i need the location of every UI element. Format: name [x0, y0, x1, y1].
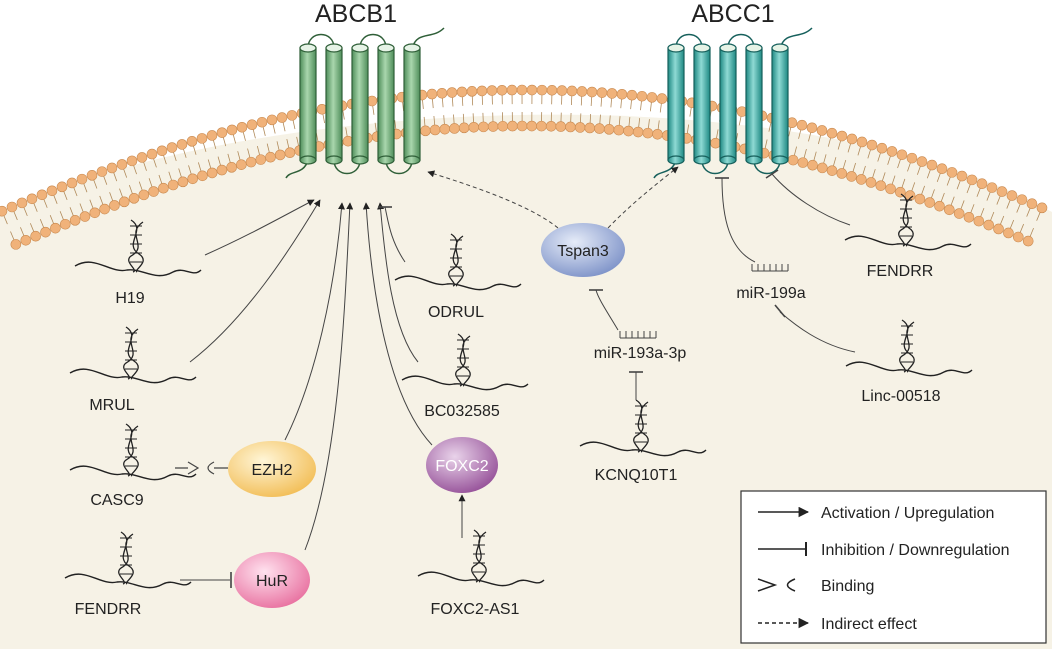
mir199-mirna: miR-199a — [736, 264, 806, 302]
mrul-activation-arrow — [189, 199, 321, 363]
linc00518-lncrna-glyph — [845, 319, 973, 377]
fendrr-left-label: FENDRR — [75, 601, 142, 618]
odrul-label: ODRUL — [428, 304, 484, 321]
mrul-lncrna-glyph — [69, 326, 197, 384]
fendrr-right-label: FENDRR — [867, 263, 934, 280]
legend-inhibition: Inhibition / Downregulation — [821, 542, 1010, 559]
odrul-lncrna-glyph — [394, 233, 522, 291]
foxc2-protein: FOXC2 — [426, 437, 498, 493]
legend-activation: Activation / Upregulation — [821, 505, 994, 522]
foxc2-activation-arrow — [362, 202, 433, 446]
h19-activation-arrow — [204, 199, 315, 256]
mir199-label: miR-199a — [736, 285, 805, 302]
casc9-binding — [175, 461, 228, 475]
mir193-mirna: miR-193a-3p — [594, 331, 687, 362]
kcnq10t1-label: KCNQ10T1 — [595, 467, 678, 484]
fendrr-right-lncrna-glyph — [844, 193, 972, 251]
fendrr-left-inhibition — [180, 572, 232, 588]
tspan3-indirect-arrow-abcc1 — [607, 166, 679, 229]
tspan3-indirect-arrow-abcb1 — [427, 170, 559, 229]
hur-protein: HuR — [234, 552, 310, 608]
mir193-inhibition — [589, 289, 619, 331]
abcb1-transporter — [285, 27, 445, 179]
odrul-inhibition — [378, 206, 406, 263]
foxc2-as1-label: FOXC2-AS1 — [431, 601, 520, 618]
fendrr-right-inhibition — [765, 169, 851, 226]
abcb1-label: ABCB1 — [315, 0, 397, 28]
h19-label: H19 — [115, 290, 144, 307]
tspan3-protein: Tspan3 — [541, 223, 625, 277]
abcc1-label: ABCC1 — [691, 0, 774, 28]
foxc2-label: FOXC2 — [435, 458, 488, 475]
bc032585-activation-arrow — [377, 202, 419, 363]
mir193-label: miR-193a-3p — [594, 345, 687, 362]
casc9-label: CASC9 — [90, 492, 143, 509]
hur-label: HuR — [256, 573, 288, 590]
tspan3-label: Tspan3 — [557, 243, 609, 260]
legend-indirect: Indirect effect — [821, 616, 917, 633]
fendrr-left-lncrna-glyph — [64, 531, 192, 589]
linc00518-label: Linc-00518 — [861, 388, 940, 405]
mrul-label: MRUL — [89, 397, 134, 414]
abcc1-transporter — [653, 27, 813, 179]
legend-binding: Binding — [821, 578, 874, 595]
bc032585-lncrna-glyph — [401, 333, 529, 391]
h19-lncrna-glyph — [74, 219, 202, 277]
kcnq10t1-lncrna-glyph — [579, 399, 707, 457]
ezh2-label: EZH2 — [252, 462, 293, 479]
binding-symbol — [757, 578, 796, 592]
foxc2-as1-lncrna-glyph — [417, 529, 545, 587]
mir199-inhibition — [715, 177, 756, 263]
linc00518-inhibition — [774, 304, 856, 353]
hur-activation-arrow — [304, 202, 354, 551]
bc032585-label: BC032585 — [424, 403, 500, 420]
ezh2-protein: EZH2 — [228, 441, 316, 497]
casc9-lncrna-glyph — [69, 423, 197, 481]
legend: Activation / Upregulation Inhibition / D… — [740, 490, 1047, 644]
kcnq10t1-inhibition — [629, 371, 643, 400]
inhibition-symbol — [758, 542, 807, 556]
ezh2-activation-arrow — [284, 202, 345, 441]
